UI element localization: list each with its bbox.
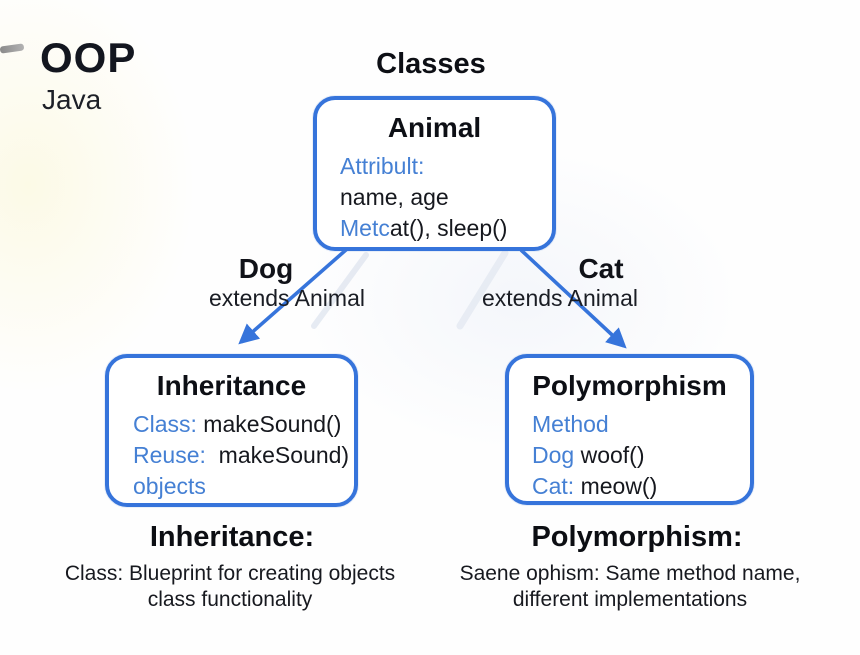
polymorphism-line-cat: Cat: meow() [532, 473, 658, 499]
animal-line-fields: name, age [340, 184, 449, 210]
polymorphism-line-method: Method [532, 411, 609, 437]
polymorphism-definition-text: Saene ophism: Same method name, differen… [450, 561, 810, 613]
animal-box-title: Animal [387, 112, 482, 143]
inheritance-box: Inheritance Class: makeSound() Reuse: ma… [105, 354, 358, 507]
inheritance-definition-heading: Inheritance: [149, 521, 315, 553]
animal-line-attributes: Attribult: [340, 153, 425, 179]
polymorphism-box-body: Method Dog woof() Cat: meow() [509, 409, 750, 502]
diagram-title: Classes [376, 48, 486, 80]
inheritance-box-title: Inheritance [156, 370, 307, 401]
polymorphism-definition-heading: Polymorphism: [531, 521, 743, 553]
inheritance-box-body: Class: makeSound() Reuse: makeSound) obj… [109, 409, 354, 502]
edge-artifact [0, 43, 25, 54]
page-title: OOP [40, 34, 137, 81]
cat-edge-sublabel: extends Animal [482, 285, 638, 311]
dog-edge-label: Dog [238, 253, 294, 284]
inheritance-definition-text: Class: Blueprint for creating objects cl… [50, 561, 410, 613]
polymorphism-line-dog: Dog woof() [532, 442, 645, 468]
animal-box-body: Attribult: name, age Metcat(), sleep() [317, 151, 552, 244]
inheritance-line-class: Class: makeSound() [133, 411, 342, 437]
polymorphism-box: Polymorphism Method Dog woof() Cat: meow… [505, 354, 754, 505]
animal-line-methods: Metcat(), sleep() [340, 215, 508, 241]
inheritance-line-reuse: Reuse: makeSound) [133, 442, 350, 468]
polymorphism-definition-line1: Saene ophism: Same method name, [459, 562, 801, 585]
polymorphism-box-title: Polymorphism [532, 370, 727, 401]
cat-edge-label: Cat [578, 253, 624, 284]
inheritance-line-objects: objects [133, 473, 206, 499]
inheritance-definition-line2: class functionality [147, 588, 313, 611]
page-subtitle: Java [42, 84, 102, 115]
animal-class-box: Animal Attribult: name, age Metcat(), sl… [313, 96, 556, 251]
polymorphism-definition-line2: different implementations [512, 588, 748, 611]
dog-edge-sublabel: extends Animal [209, 285, 365, 311]
inheritance-definition-line1: Class: Blueprint for creating objects [64, 562, 396, 585]
